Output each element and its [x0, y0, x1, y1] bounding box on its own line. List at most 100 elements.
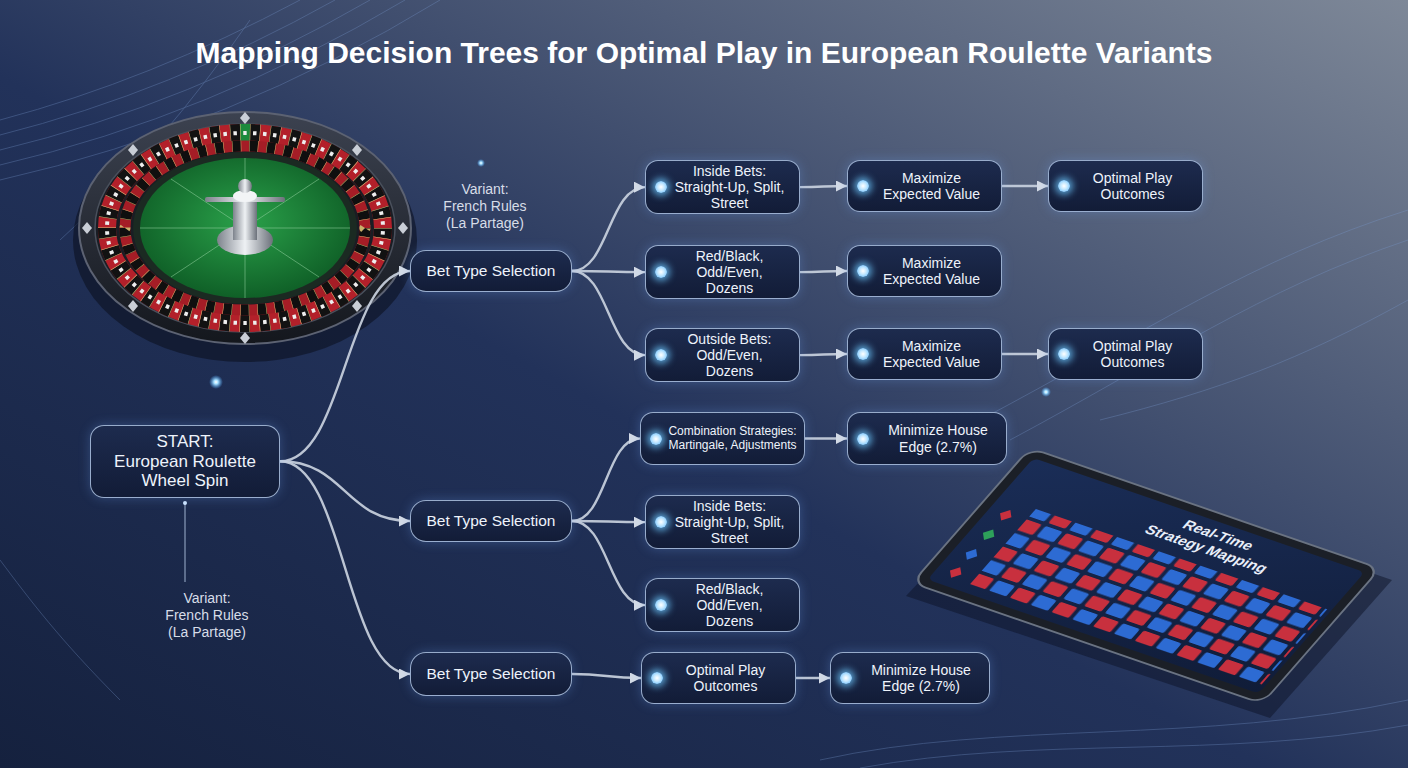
process-box: Optimal Play Outcomes — [1048, 328, 1203, 380]
connector-arrow — [280, 461, 410, 674]
process-box: Red/Black, Odd/Even, Dozens — [645, 578, 800, 632]
roulette-wheel — [125, 146, 365, 310]
roulette-wheel — [107, 133, 383, 323]
roulette-wheel — [79, 112, 411, 344]
connector-arrow — [805, 437, 847, 439]
roulette-wheel — [233, 196, 257, 240]
node-text: Optimal Play Outcomes — [670, 662, 781, 694]
tablet-illustration — [995, 508, 1016, 522]
roulette-wheel — [82, 112, 408, 344]
tablet-illustration — [927, 458, 1364, 693]
label-box: Variant: French Rules (La Partage) — [440, 181, 530, 231]
glow-dots — [477, 159, 485, 167]
roulette-wheel — [82, 222, 92, 234]
network-lines — [1010, 240, 1408, 440]
roulette-wheel — [238, 179, 252, 193]
decision-box: Bet Type Selection — [410, 500, 572, 542]
title-bar: Mapping Decision Trees for Optimal Play … — [0, 36, 1408, 71]
connector-arrow — [800, 186, 847, 187]
roulette-wheel — [107, 133, 383, 323]
leader-line — [183, 501, 187, 582]
process-box: Inside Bets: Straight-Up, Split, Street — [645, 495, 800, 549]
process-box: Minimize House Edge (2.7%) — [847, 412, 1007, 465]
node-text: Bet Type Selection — [427, 512, 556, 530]
roulette-wheel — [107, 133, 383, 323]
node-text: START: — [157, 432, 214, 452]
process-box: Inside Bets: Straight-Up, Split, Street — [645, 160, 800, 214]
network-lines — [980, 210, 1408, 420]
connector-group — [280, 186, 1048, 678]
roulette-wheel — [140, 158, 350, 298]
process-box: Maximize Expected Value — [847, 328, 1002, 380]
connector-arrow — [572, 521, 645, 605]
node-text: Minimize House Edge (2.7%) — [876, 422, 1000, 454]
roulette-wheel — [140, 158, 350, 298]
connector-arrow — [800, 354, 847, 355]
roulette-wheel — [125, 146, 365, 310]
process-box: Combination Strategies: Martingale, Adju… — [640, 412, 805, 465]
connector-arrow — [572, 187, 645, 271]
node-text: Bet Type Selection — [427, 262, 556, 280]
connector-arrow — [572, 439, 640, 522]
start-box: START:European Roulette Wheel Spin — [90, 425, 280, 498]
node-text: Minimize House Edge (2.7%) — [859, 662, 983, 694]
connector-arrow — [572, 271, 645, 355]
label-box: Variant: French Rules (La Partage) — [162, 590, 252, 640]
roulette-wheel — [107, 133, 383, 323]
node-text: Combination Strategies: Martingale, Adju… — [667, 425, 798, 453]
node-text: European Roulette Wheel Spin — [103, 452, 267, 491]
node-text: Inside Bets: Straight-Up, Split, Street — [674, 163, 785, 211]
node-text: Inside Bets: Straight-Up, Split, Street — [674, 498, 785, 546]
tablet-illustration — [945, 565, 966, 579]
roulette-wheel — [240, 112, 250, 124]
connector-arrow — [572, 674, 641, 678]
variant-note: Variant: French Rules (La Partage) — [162, 590, 252, 640]
roulette-wheel — [128, 300, 138, 312]
diagram-title: Mapping Decision Trees for Optimal Play … — [0, 36, 1408, 71]
decision-box: Bet Type Selection — [410, 250, 572, 292]
process-box: Minimize House Edge (2.7%) — [830, 652, 990, 704]
node-text: Red/Black, Odd/Even, Dozens — [674, 248, 785, 296]
process-box: Red/Black, Odd/Even, Dozens — [645, 245, 800, 299]
node-text: Maximize Expected Value — [876, 170, 987, 202]
roulette-wheel — [107, 133, 383, 323]
connector-arrow — [1002, 185, 1048, 187]
connector-arrow — [280, 271, 410, 461]
network-lines — [860, 725, 1408, 768]
tablet-illustration — [978, 528, 999, 542]
decision-box: Bet Type Selection — [410, 652, 572, 696]
node-text: Optimal Play Outcomes — [1077, 338, 1188, 370]
glow-dots — [1041, 387, 1051, 397]
connector-arrow — [572, 521, 645, 522]
node-text: Optimal Play Outcomes — [1077, 170, 1188, 202]
roulette-wheel — [73, 112, 417, 362]
connector-arrow — [796, 677, 830, 679]
roulette-wheel — [352, 144, 362, 156]
roulette-wheel — [128, 144, 138, 156]
node-text: Bet Type Selection — [427, 665, 556, 683]
process-box: Maximize Expected Value — [847, 245, 1002, 297]
connector-arrow — [800, 271, 847, 272]
roulette-wheel — [133, 152, 357, 304]
connector-arrow — [1002, 353, 1048, 355]
roulette-wheel — [95, 124, 395, 332]
node-text: Outside Bets: Odd/Even, Dozens — [674, 331, 785, 379]
process-box: Outside Bets: Odd/Even, Dozens — [645, 328, 800, 382]
leader-line — [185, 503, 186, 582]
leader-line — [183, 501, 187, 505]
node-text: Red/Black, Odd/Even, Dozens — [674, 581, 785, 629]
process-box: Maximize Expected Value — [847, 160, 1002, 212]
roulette-wheel — [240, 332, 250, 344]
tablet-illustration — [961, 547, 982, 561]
glow-dots — [209, 375, 223, 389]
process-box: Optimal Play Outcomes — [641, 652, 796, 704]
process-box: Optimal Play Outcomes — [1048, 160, 1203, 212]
node-text: Maximize Expected Value — [876, 338, 987, 370]
roulette-wheel — [125, 146, 365, 310]
variant-note: Variant: French Rules (La Partage) — [440, 181, 530, 231]
network-lines — [820, 700, 1408, 760]
roulette-wheel — [352, 300, 362, 312]
network-lines — [0, 560, 120, 700]
